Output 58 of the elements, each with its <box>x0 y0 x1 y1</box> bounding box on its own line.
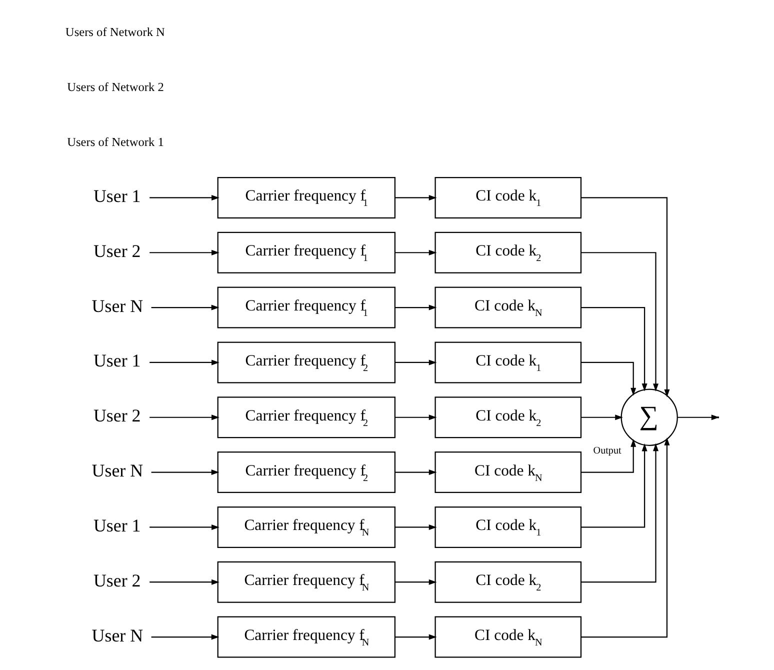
label: Users of Network N <box>64 25 164 40</box>
arrow <box>580 362 636 396</box>
arrow <box>394 524 436 530</box>
arrow <box>394 194 436 200</box>
arrow <box>149 250 219 256</box>
arrow <box>150 304 219 310</box>
node-text: User N <box>91 460 143 481</box>
node-box: CI code k$_{2}$ <box>434 396 582 438</box>
node-box: CI code k$_{2}$ <box>434 232 582 274</box>
node-text: User 1 <box>92 186 140 206</box>
node-text: User N <box>91 625 143 646</box>
node-box: CI code k$_{1}$ <box>434 506 582 548</box>
node-label: Output <box>592 445 621 456</box>
node-box: Carrier frequency f$_{2}$ <box>216 342 395 384</box>
node-box: CI code k$_{N}$ <box>434 452 582 494</box>
node-text: User 2 <box>92 570 140 590</box>
arrow <box>580 414 622 420</box>
arrow <box>580 306 647 392</box>
node-box: Carrier frequency f$_{N}$ <box>216 561 395 603</box>
arrow <box>580 252 658 392</box>
arrow <box>394 579 436 585</box>
arrow <box>580 443 658 583</box>
arrow <box>394 414 436 420</box>
arrow <box>580 438 636 473</box>
label: Users of Network 1 <box>66 134 164 149</box>
arrow <box>149 194 219 200</box>
arrow <box>394 470 436 476</box>
node-box: Carrier frequency f$_{N}$ <box>216 616 395 658</box>
node-box: CI code k$_{1}$ <box>434 342 582 384</box>
arrow <box>150 634 219 640</box>
arrow <box>394 250 436 256</box>
node-box: Carrier frequency f$_{2}$ <box>216 396 395 438</box>
arrow <box>149 579 219 585</box>
label: Users of Network 2 <box>66 80 164 94</box>
arrow <box>394 634 436 640</box>
node-box: Carrier frequency f$_{1}$ <box>216 232 395 274</box>
arrow <box>394 304 436 310</box>
arrow <box>580 438 670 638</box>
node-box: Carrier frequency f$_{1}$ <box>216 176 395 218</box>
arrow <box>149 524 219 530</box>
node-box: Carrier frequency f$_{N}$ <box>216 506 395 548</box>
arrow <box>394 360 436 366</box>
arrow <box>580 197 670 398</box>
arrow <box>150 470 219 476</box>
node-box: CI code k$_{2}$ <box>434 561 582 603</box>
node-text: User 2 <box>92 240 140 261</box>
node-box: Carrier frequency f$_{2}$ <box>216 452 395 494</box>
node-text: User 2 <box>92 406 140 426</box>
node-text: User N <box>91 296 143 316</box>
node-text: User 1 <box>92 350 140 371</box>
arrow <box>580 443 647 528</box>
node-box: Carrier frequency f$_{1}$ <box>216 286 395 328</box>
arrow <box>149 414 219 420</box>
node-box: CI code k$_{N}$ <box>434 286 582 328</box>
arrow <box>149 360 219 366</box>
node-text: User 1 <box>92 515 140 536</box>
node-box: CI code k$_{N}$ <box>434 616 582 658</box>
node-box: CI code k$_{1}$ <box>434 176 582 218</box>
